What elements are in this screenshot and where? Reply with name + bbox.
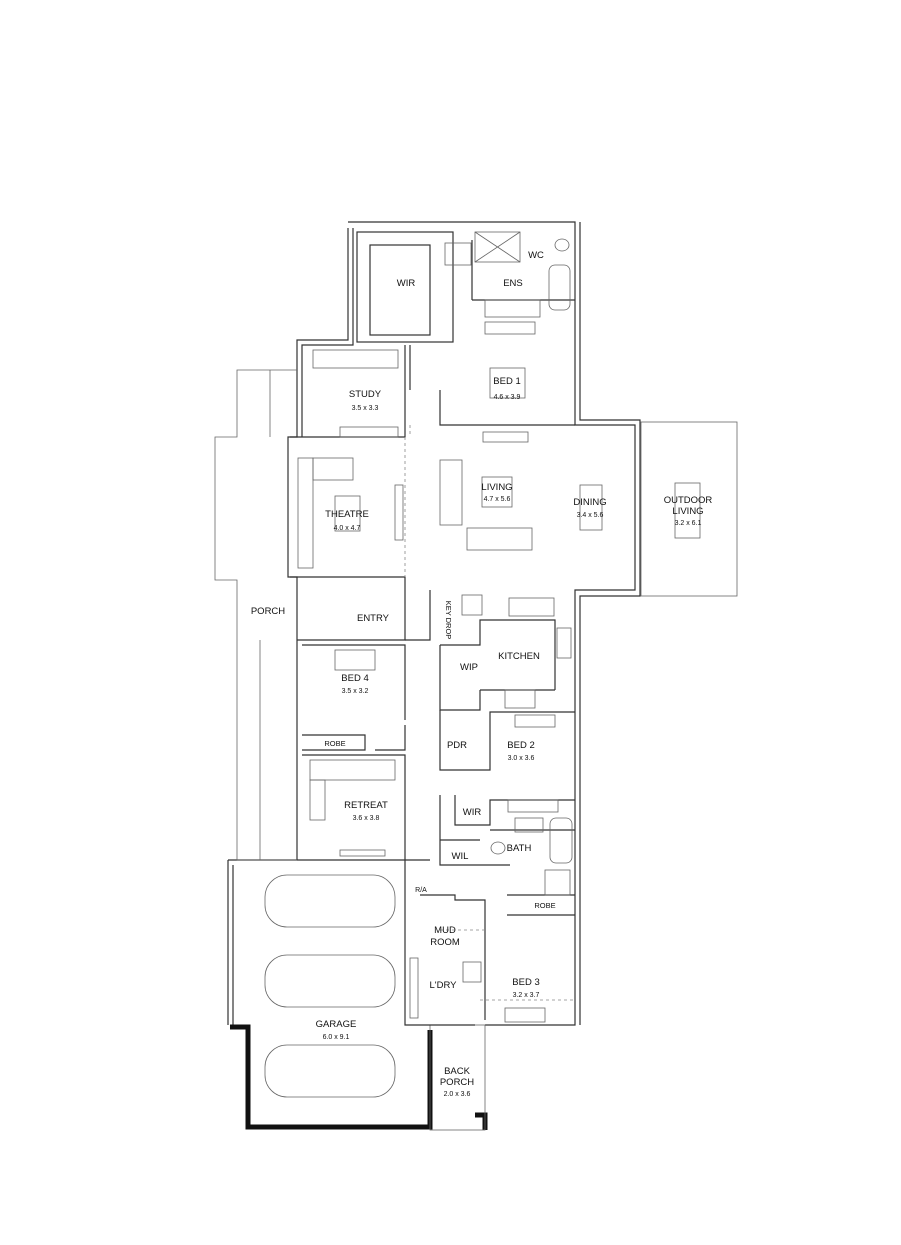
label-garage: GARAGE [316,1019,357,1030]
label-outdoor-1: OUTDOOR [664,495,713,506]
label-ldry: L'DRY [430,980,458,991]
car-icon [264,874,396,928]
car-icon [264,954,396,1008]
size-living: 4.7 x 5.6 [484,496,511,503]
interior-walls [290,231,575,1026]
size-study: 3.5 x 3.3 [352,405,379,412]
label-bath: BATH [507,843,532,854]
size-outdoor: 3.2 x 6.1 [675,520,702,527]
label-study: STUDY [349,389,382,400]
label-wir2: WIR [463,807,482,818]
label-wir: WIR [397,278,416,289]
label-mud-2: ROOM [430,937,460,948]
car-icon [264,1044,396,1098]
size-dining: 3.4 x 5.6 [577,512,604,519]
label-living: LIVING [481,482,512,493]
bed3-bed [504,1007,546,1023]
label-robe3: ROBE [534,901,555,910]
label-ra: R/A [415,887,427,894]
label-pdr: PDR [447,740,467,751]
label-retreat: RETREAT [344,800,388,811]
size-bed4: 3.5 x 3.2 [342,688,369,695]
retreat-sofa [309,759,396,781]
bath-basin [514,817,544,833]
label-bed4: BED 4 [341,673,368,684]
room-labels: WIR ENS WC BED 1 4.6 x 3.9 STUDY 3.5 x 3… [251,250,713,1098]
kitchen-sink [556,627,572,659]
label-porch: PORCH [251,606,285,617]
cooktop [504,689,536,709]
size-retreat: 3.6 x 3.8 [353,815,380,822]
label-bed2: BED 2 [507,740,534,751]
theatre-sofa [297,457,314,569]
label-keydrop: KEY DROP [444,601,453,640]
kitchen-bench [508,597,555,617]
garage-cars [264,874,396,1098]
size-bed3: 3.2 x 3.7 [513,992,540,999]
bed4-bed [334,649,376,671]
living-tv [482,431,529,443]
label-backporch-1: BACK [444,1066,471,1077]
size-bed2: 3.0 x 3.6 [508,755,535,762]
outdoor-table [674,482,701,539]
size-backporch: 2.0 x 3.6 [444,1091,471,1098]
label-wc: WC [528,250,544,261]
label-backporch-2: PORCH [440,1077,474,1088]
theatre-table [334,495,361,532]
living-rug [481,476,513,508]
dining-table [579,484,603,531]
shower [474,231,521,263]
size-garage: 6.0 x 9.1 [323,1034,350,1041]
label-bed1: BED 1 [493,376,520,387]
label-bed3: BED 3 [512,977,539,988]
ens-vanity [444,242,472,266]
bath-shower [544,869,571,896]
label-ens: ENS [503,278,523,289]
label-dining: DINING [573,497,606,508]
label-kitchen: KITCHEN [498,651,540,662]
open-plan-dashed-lines [404,425,575,1001]
study-desk [312,349,399,369]
size-theatre: 4.0 x 4.7 [334,525,361,532]
bed2-bed [514,714,556,728]
label-theatre: THEATRE [325,509,369,520]
label-outdoor-2: LIVING [672,506,703,517]
toilet [554,238,570,252]
porch-outline [214,369,297,861]
label-entry: ENTRY [357,613,390,624]
bathtub [548,264,571,311]
label-robe4: ROBE [324,739,345,748]
label-mud-1: MUD [434,925,456,936]
bath-tub [549,817,573,864]
size-bed1: 4.6 x 3.9 [494,394,521,401]
fixtures [297,231,701,1023]
outdoor-living-slab [640,421,738,597]
ens-basins [484,299,541,318]
bed1-bed [489,367,526,399]
label-wip: WIP [460,662,478,673]
label-wil: WIL [452,851,469,862]
laundry-tub [462,961,482,983]
living-sofa [439,459,463,526]
